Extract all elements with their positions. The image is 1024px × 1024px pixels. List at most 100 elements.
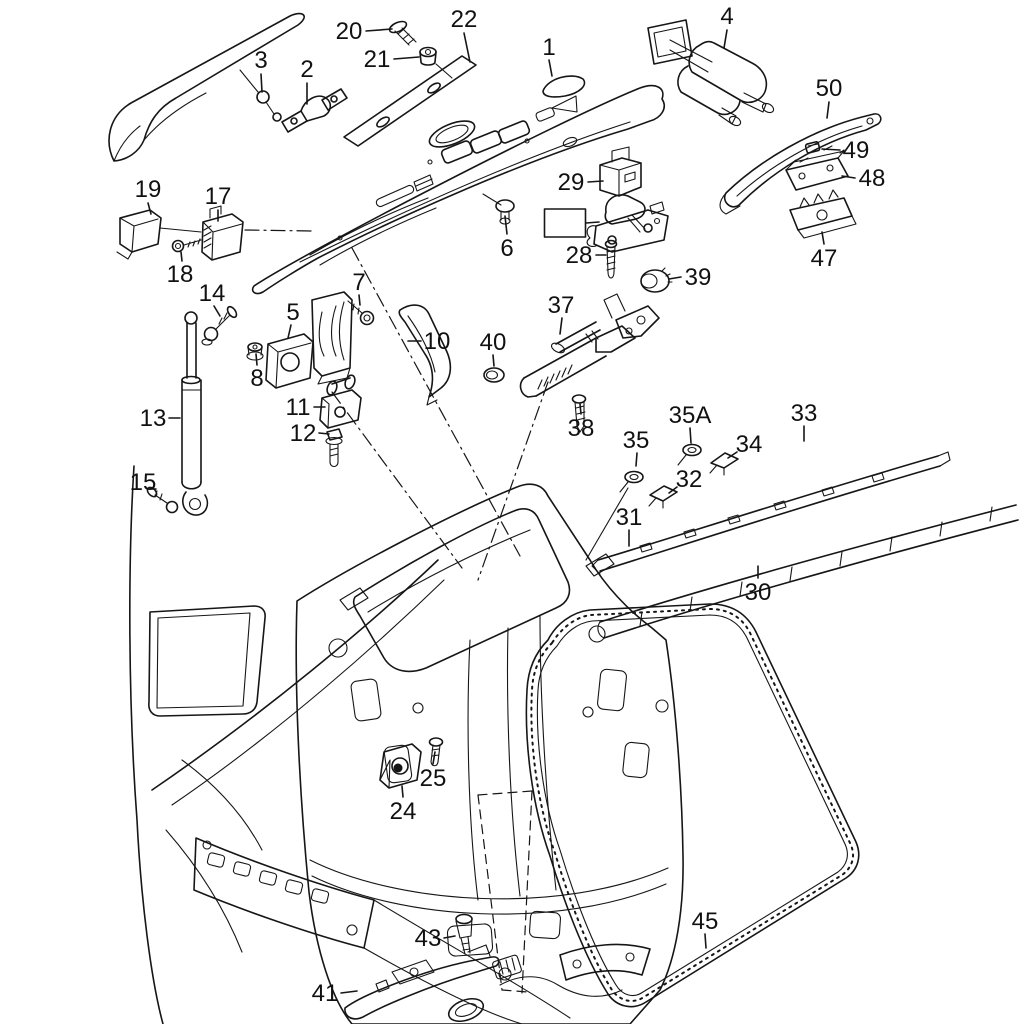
part-label-30[interactable]: 30 [745, 579, 772, 606]
leader-line-5 [287, 324, 292, 339]
art-bolt-43 [455, 913, 473, 955]
line-art-stroke [183, 238, 202, 248]
part-label-7[interactable]: 7 [352, 269, 365, 296]
line-art-stroke [682, 443, 702, 457]
line-art-stroke [798, 172, 806, 180]
line-art-stroke [143, 92, 207, 141]
line-art-stroke [599, 504, 1019, 639]
line-art-stroke [572, 959, 582, 969]
part-number-text: 43 [415, 925, 442, 952]
line-art-stroke [446, 923, 494, 957]
part-label-43[interactable]: 43 [415, 925, 442, 952]
part-label-15[interactable]: 15 [130, 469, 157, 496]
line-art-stroke [379, 759, 391, 789]
line-art-stroke [321, 88, 348, 111]
part-label-10[interactable]: 10 [424, 328, 451, 355]
part-label-19[interactable]: 19 [135, 176, 162, 203]
leader-line-18 [180, 251, 183, 262]
part-label-37[interactable]: 37 [548, 292, 575, 319]
part-label-3[interactable]: 3 [254, 47, 267, 74]
part-label-21[interactable]: 21 [364, 46, 391, 73]
part-number-text: 49 [843, 137, 870, 164]
part-label-32[interactable]: 32 [676, 466, 703, 493]
part-number-text: 12 [290, 420, 317, 447]
line-art-stroke [603, 293, 626, 319]
line-art-stroke [419, 51, 437, 66]
part-label-49[interactable]: 49 [843, 137, 870, 164]
line-art-stroke [330, 95, 338, 103]
part-label-31[interactable]: 31 [616, 504, 643, 531]
line-art-stroke [156, 612, 251, 709]
line-art-stroke [653, 217, 661, 225]
part-label-50[interactable]: 50 [816, 75, 843, 102]
part-label-29[interactable]: 29 [558, 169, 585, 196]
art-lamp-48 [785, 149, 849, 191]
part-label-4[interactable]: 4 [720, 3, 733, 30]
line-art-stroke [500, 210, 510, 221]
leader-line-34 [727, 451, 738, 459]
part-label-28[interactable]: 28 [566, 242, 593, 269]
leader-line-14 [213, 305, 221, 317]
part-label-18[interactable]: 18 [167, 261, 194, 288]
part-label-11[interactable]: 11 [286, 394, 311, 421]
part-label-47[interactable]: 47 [811, 245, 838, 272]
part-label-2[interactable]: 2 [300, 56, 313, 83]
line-art-stroke [352, 508, 571, 673]
part-label-13[interactable]: 13 [140, 405, 167, 432]
part-label-8[interactable]: 8 [250, 365, 263, 392]
part-number-text: 3 [254, 47, 267, 74]
line-art-stroke [576, 425, 585, 433]
line-art-stroke [209, 205, 222, 219]
part-label-40[interactable]: 40 [480, 329, 507, 356]
art-cover-10 [398, 304, 452, 406]
line-art-stroke [232, 861, 252, 877]
art-gas-strut-13 [181, 311, 209, 516]
line-art-stroke [171, 579, 445, 806]
part-number-text: 2 [300, 56, 313, 83]
leader-line-24 [401, 785, 404, 798]
line-art-stroke [595, 325, 636, 353]
line-art-stroke [648, 497, 664, 509]
line-art-stroke [409, 967, 419, 977]
line-art-stroke [337, 235, 343, 241]
part-number-text: 31 [616, 504, 643, 531]
part-label-25[interactable]: 25 [420, 765, 447, 792]
part-label-1[interactable]: 1 [542, 34, 555, 61]
part-label-39[interactable]: 39 [685, 264, 712, 291]
art-clamp-2 [281, 88, 348, 133]
part-label-6[interactable]: 6 [500, 235, 513, 262]
part-label-14[interactable]: 14 [199, 280, 226, 307]
line-art-stroke [559, 943, 651, 981]
part-label-27[interactable]: 27 [543, 208, 587, 238]
part-label-38[interactable]: 38 [568, 415, 595, 442]
line-art-stroke [244, 229, 313, 232]
part-label-34[interactable]: 34 [736, 431, 763, 458]
part-label-22[interactable]: 22 [451, 6, 478, 33]
part-label-45[interactable]: 45 [692, 908, 719, 935]
part-label-41[interactable]: 41 [312, 980, 339, 1007]
art-buffer-17 [159, 205, 313, 261]
line-art-stroke [174, 242, 182, 250]
part-number-text: 27 [552, 211, 579, 238]
line-art-stroke [351, 247, 521, 557]
line-art-stroke [325, 436, 343, 446]
part-label-33[interactable]: 33 [791, 400, 818, 427]
part-number-text: 7 [352, 269, 365, 296]
line-art-stroke [495, 199, 515, 213]
part-label-12[interactable]: 12 [290, 420, 317, 447]
line-art-stroke [688, 40, 768, 104]
part-label-20[interactable]: 20 [336, 18, 363, 45]
art-lock-27 [586, 194, 669, 253]
part-label-24[interactable]: 24 [390, 798, 417, 825]
part-number-text: 20 [336, 18, 363, 45]
art-tailgate-panel-1 [251, 75, 665, 295]
line-art-stroke [537, 364, 573, 390]
highlight-box [543, 208, 587, 238]
art-roof-spoiler [108, 12, 305, 162]
part-label-48[interactable]: 48 [859, 165, 886, 192]
part-label-35[interactable]: 35 [623, 427, 650, 454]
part-label-35A[interactable]: 35A [669, 402, 712, 429]
part-label-5[interactable]: 5 [286, 299, 299, 326]
part-label-17[interactable]: 17 [205, 183, 232, 210]
